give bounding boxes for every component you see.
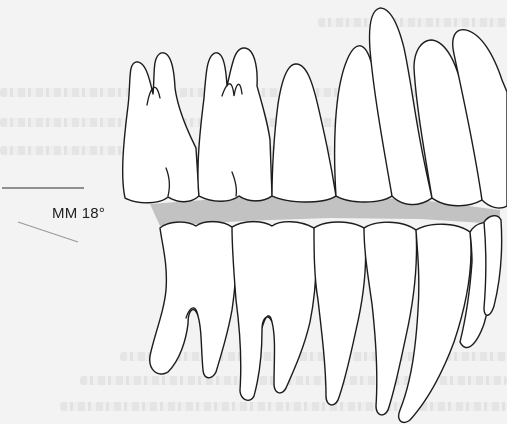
upper-second-premolar xyxy=(272,64,336,202)
lower-second-molar xyxy=(232,222,316,401)
mm-angle-label: MM 18° xyxy=(52,205,105,222)
upper-second-molar xyxy=(198,48,272,201)
upper-first-molar xyxy=(123,53,199,203)
angle-reference-line xyxy=(18,222,78,242)
lower-central-incisor xyxy=(484,216,502,316)
lower-first-molar xyxy=(150,222,236,378)
lower-second-premolar xyxy=(314,222,366,405)
